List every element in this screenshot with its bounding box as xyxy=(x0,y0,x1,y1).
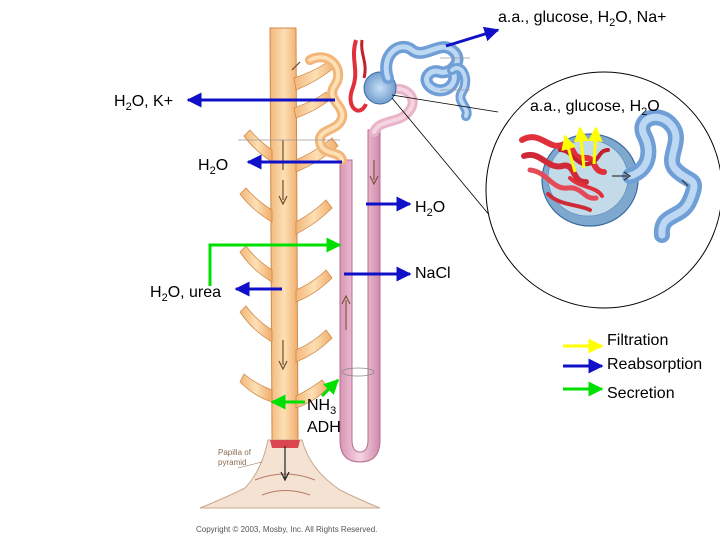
legend: Filtration Reabsorption Secretion xyxy=(563,332,702,402)
label-top-right: a.a., glucose, H2O, Na+ xyxy=(498,9,666,29)
legend-filtration-label: Filtration xyxy=(607,332,668,349)
arrow-nh3-up xyxy=(320,378,340,398)
loop-of-henle xyxy=(339,129,381,463)
legend-reabsorption-label: Reabsorption xyxy=(607,356,702,373)
label-h2o-urea: H2O, urea xyxy=(150,284,221,304)
papilla-label-line1: Papilla of xyxy=(218,448,252,457)
label-inset: a.a., glucose, H2O xyxy=(530,98,660,118)
arrow-urea-secretion xyxy=(208,237,342,286)
label-nh3: NH3 xyxy=(307,397,336,417)
papilla-of-pyramid: Papilla of pyramid xyxy=(199,439,381,509)
distal-tubule xyxy=(305,52,348,165)
legend-secretion-label: Secretion xyxy=(607,385,675,402)
label-adh: ADH xyxy=(307,419,341,436)
arrow-top-right xyxy=(445,26,500,48)
copyright-notice: Copyright © 2003, Mosby, Inc. All Rights… xyxy=(196,525,377,534)
collecting-duct xyxy=(239,27,339,441)
label-h2o-k: H2O, K+ xyxy=(114,93,173,113)
label-h2o-left: H2O xyxy=(198,157,228,177)
label-h2o-right: H2O xyxy=(415,199,445,219)
reabsorption-arrows xyxy=(186,26,500,297)
proximal-convoluted-blue xyxy=(380,40,472,121)
label-nacl: NaCl xyxy=(415,265,451,282)
papilla-label-line2: pyramid xyxy=(218,458,246,467)
secretion-arrows xyxy=(208,237,342,410)
glomerulus-inset xyxy=(391,71,720,309)
region-guides xyxy=(238,57,470,141)
